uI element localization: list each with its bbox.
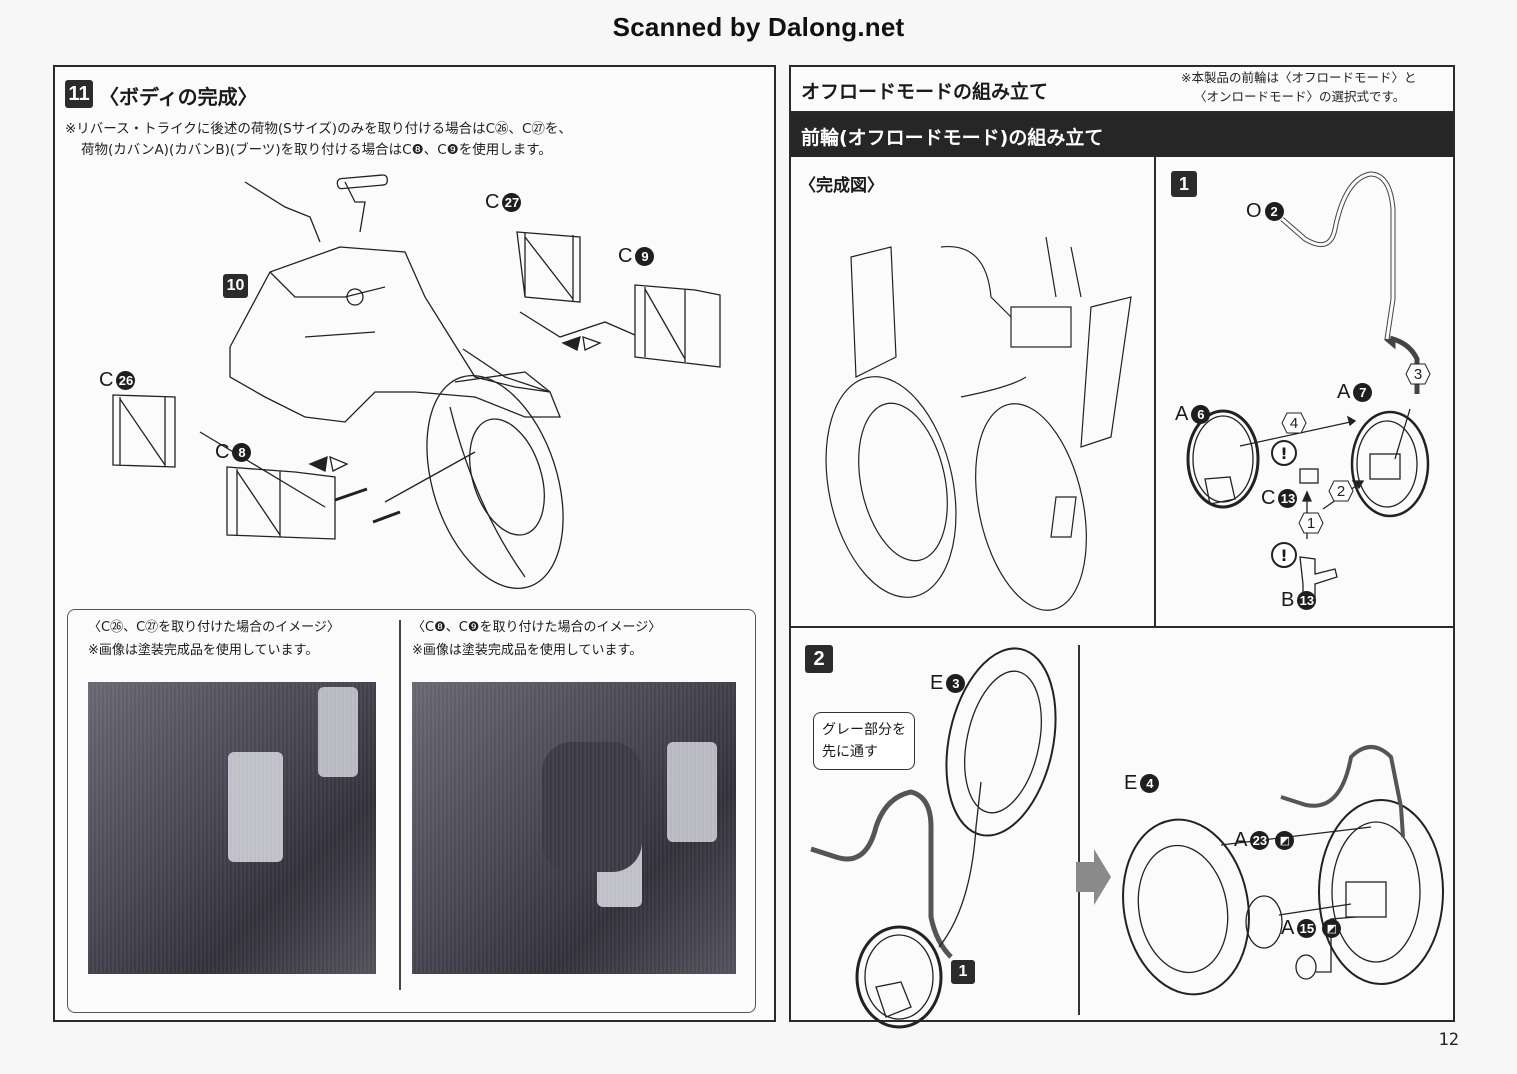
rack-c27 (516, 231, 581, 303)
rack-parts-illustration (112, 231, 721, 540)
subsection-title: 前輪(オフロードモード)の組み立て (801, 127, 1104, 149)
image-note-1: ※画像は塗装完成品を使用しています。 (88, 643, 319, 658)
ref-step-1-badge: 1 (951, 960, 975, 984)
subsection-title-bar: 前輪(オフロードモード)の組み立て (791, 113, 1453, 157)
step-title: 〈ボディの完成〉 (99, 85, 258, 109)
step-2-badge: 2 (805, 645, 833, 673)
note-line-2: 荷物(カバンA)(カバンB)(ブーツ)を取り付ける場合はC❽、C❾を使用します。 (81, 142, 552, 158)
step-badge: 11 (65, 80, 93, 108)
image-note-2: ※画像は塗装完成品を使用しています。 (412, 643, 643, 658)
completed-view-label: 〈完成図〉 (799, 176, 884, 196)
photo-c8-c9 (412, 682, 736, 974)
rack-c26 (112, 394, 176, 468)
rack-c9 (634, 284, 721, 368)
section-title: オフロードモードの組み立て (801, 81, 1049, 103)
order-marker-4: 4 (1281, 412, 1307, 434)
step-divider-horizontal (791, 626, 1453, 628)
caution-icon-b13: ! (1271, 542, 1297, 568)
image-caption-2: 〈C❽、C❾を取り付けた場合のイメージ〉 (412, 620, 662, 635)
step-2-illustration (810, 647, 1444, 1029)
callout-line-2: 先に通す (822, 744, 878, 760)
image-divider (399, 620, 401, 990)
callout-line-1: グレー部分を (822, 722, 906, 738)
rack-c8 (226, 466, 336, 540)
order-marker-2: 2 (1328, 480, 1354, 502)
section-note-line-1: ※本製品の前輪は〈オフロードモード〉と (1181, 70, 1417, 85)
paint-icon: ◩ (1275, 831, 1295, 850)
page-number: 12 (1438, 1030, 1459, 1050)
step-11-panel: 11 〈ボディの完成〉 ※リバース・トライクに後述の荷物(Sサイズ)のみを取り付… (53, 65, 776, 1022)
note-line-1: ※リバース・トライクに後述の荷物(Sサイズ)のみを取り付ける場合はC㉖、C㉗を、 (65, 121, 572, 137)
gray-part-callout: グレー部分を 先に通す (813, 712, 915, 770)
step-divider-vertical (1154, 157, 1156, 627)
watermark: Scanned by Dalong.net (612, 12, 905, 42)
section-title-bar: オフロードモードの組み立て ※本製品の前輪は〈オフロードモード〉と 〈オンロード… (791, 67, 1453, 113)
image-caption-1: 〈C㉖、C㉗を取り付けた場合のイメージ〉 (88, 620, 340, 635)
caution-icon-c13: ! (1271, 440, 1297, 466)
step-1-badge: 1 (1171, 171, 1197, 197)
order-marker-1: 1 (1298, 512, 1324, 534)
bike-body-illustration (199, 174, 636, 590)
finished-image-box: 〈C㉖、C㉗を取り付けた場合のイメージ〉 ※画像は塗装完成品を使用しています。 … (67, 609, 756, 1013)
order-marker-3: 3 (1405, 363, 1431, 385)
step-1-illustration (1186, 171, 1430, 600)
completed-front-wheel-illustration (825, 236, 1132, 611)
step-2-divider (1078, 645, 1080, 1015)
photo-c26-c27 (88, 682, 376, 974)
offroad-mode-panel: オフロードモードの組み立て ※本製品の前輪は〈オフロードモード〉と 〈オンロード… (789, 65, 1455, 1029)
ref-step-badge: 10 (223, 274, 248, 298)
section-note-line-2: 〈オンロードモード〉の選択式です。 (1194, 89, 1406, 104)
paint-icon: ◩ (1322, 919, 1342, 938)
